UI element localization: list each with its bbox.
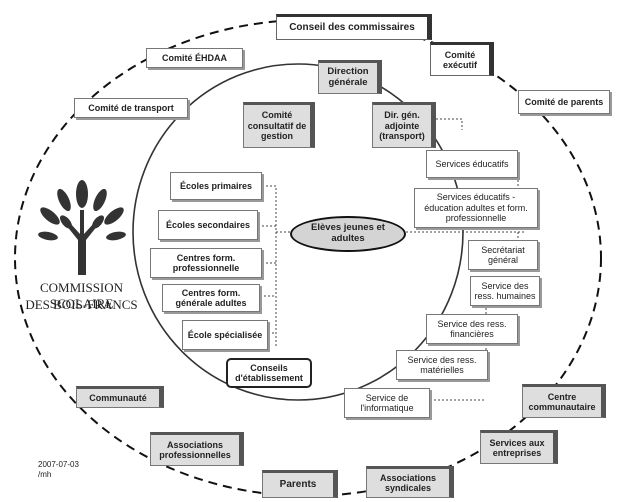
commission-logo: COMMISSION SCOLAIRE DES BOIS-FRANCS <box>14 170 149 330</box>
centres-form-pro-box: Centres form. professionnelle <box>150 248 262 278</box>
services-educatifs-box: Services éducatifs <box>426 150 518 178</box>
associations-syndicales-box: Associations syndicales <box>366 466 454 498</box>
left-connectors <box>258 185 290 346</box>
logo-line2: DES BOIS-FRANCS <box>25 297 138 312</box>
ecoles-primaires-box: Écoles primaires <box>170 172 262 200</box>
ress-financieres-box: Service des ress. financières <box>426 314 518 344</box>
comite-transport-box: Comité de transport <box>74 98 188 118</box>
initials-text: /mh <box>38 470 52 479</box>
centres-form-adultes-box: Centres form. générale adultes <box>162 284 260 312</box>
informatique-box: Service de l'informatique <box>344 388 430 418</box>
associations-professionnelles-box: Associations professionnelles <box>150 432 244 466</box>
date-stamp: 2007-07-03 /mh <box>38 460 79 480</box>
comite-executif-box: Comité exécutif <box>430 42 494 76</box>
communaute-box: Communauté <box>76 386 164 408</box>
comite-parents-box: Comité de parents <box>518 90 610 114</box>
ress-humaines-box: Service des ress. humaines <box>470 276 540 306</box>
centre-communautaire-box: Centre communautaire <box>522 384 606 418</box>
secretariat-general-box: Secrétariat général <box>468 240 538 270</box>
eleves-center-ellipse: Elèves jeunes et adultes <box>290 216 406 252</box>
date-text: 2007-07-03 <box>38 460 79 469</box>
parents-box: Parents <box>262 470 338 498</box>
comite-ehdaa-box: Comité ÉHDAA <box>146 48 243 68</box>
ecoles-secondaires-box: Écoles secondaires <box>158 210 258 240</box>
conseils-etablissement-box: Conseils d'établissement <box>226 358 312 388</box>
conseil-commissaires-box: Conseil des commissaires <box>276 14 432 40</box>
comite-consultatif-box: Comité consultatif de gestion <box>243 102 315 148</box>
services-entreprises-box: Services aux entreprises <box>480 430 558 464</box>
ress-materielles-box: Service des ress. matérielles <box>396 350 488 380</box>
services-educatifs-adultes-box: Services éducatifs - éducation adultes e… <box>414 188 538 228</box>
logo-line1: COMMISSION SCOLAIRE <box>39 280 124 311</box>
direction-generale-box: Direction générale <box>318 60 382 94</box>
ecole-specialisee-box: École spécialisée <box>182 320 268 350</box>
tree-icon <box>38 180 126 275</box>
dir-gen-adjointe-box: Dir. gén. adjointe (transport) <box>372 102 436 148</box>
